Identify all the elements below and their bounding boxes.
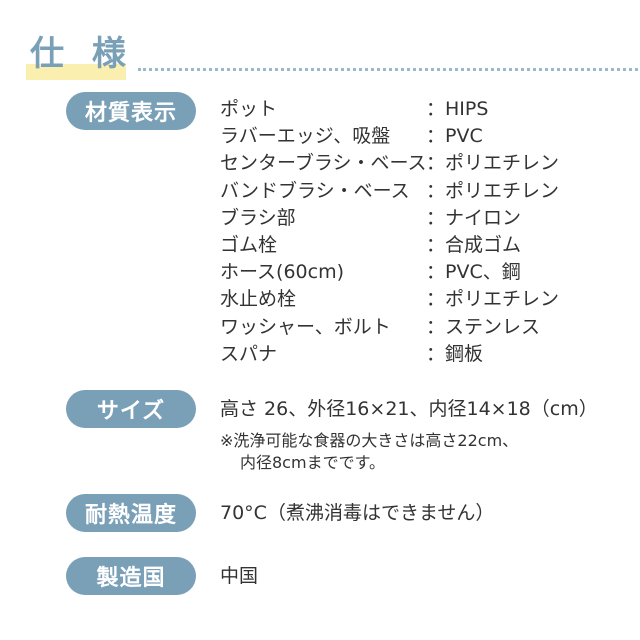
size-note-line2: 内径8cmまでです。: [240, 453, 385, 472]
material-value: ：鋼板: [426, 342, 484, 365]
material-name: ブラシ部: [220, 206, 296, 229]
material-value: ：ナイロン: [426, 206, 522, 229]
material-name: ワッシャー、ボルト: [220, 315, 391, 338]
heat-text: 70°C（煮沸消毒はできません）: [220, 502, 495, 524]
page-title: 仕 様: [30, 34, 134, 74]
material-row: ラバーエッジ、吸盤 ：PVC: [220, 123, 559, 150]
material-value: ：PVC、鋼: [426, 261, 521, 284]
material-name: ラバーエッジ、吸盤: [220, 125, 391, 148]
material-name: ポット: [220, 98, 278, 120]
material-row: ゴム栓 ：合成ゴム: [220, 232, 559, 259]
origin-text: 中国: [220, 565, 259, 587]
material-value: ：ポリエチレン: [426, 288, 560, 311]
materials-table: ポット：HIPS ラバーエッジ、吸盤：PVC センターブラシ・ベース：ポリエチレ…: [220, 96, 559, 368]
size-text: 高さ 26、外径16×21、内径14×18（cm）: [220, 398, 598, 420]
material-row: バンドブラシ・ベース ：ポリエチレン: [220, 178, 559, 205]
material-value: ：ポリエチレン: [426, 152, 560, 175]
material-value: ：合成ゴム: [426, 233, 522, 256]
origin-label: 製造国: [66, 557, 196, 595]
material-row: ポット ：HIPS: [220, 96, 559, 123]
title-highlight: [26, 64, 126, 80]
spec-header: 仕 様: [26, 26, 638, 80]
size-label: サイズ: [66, 390, 196, 428]
material-value: ：HIPS: [426, 98, 489, 120]
material-row: ワッシャー、ボルト ：ステンレス: [220, 314, 559, 341]
material-name: バンドブラシ・ベース: [220, 179, 410, 202]
material-row: ホース(60cm) ：PVC、鋼: [220, 259, 559, 286]
material-value: ：ステンレス: [426, 315, 541, 338]
material-name: スパナ: [220, 342, 278, 365]
material-row: ブラシ部 ：ナイロン: [220, 205, 559, 232]
dotted-divider: [138, 68, 638, 71]
size-note-line1: ※洗浄可能な食器の大きさは高さ22cm、: [220, 431, 519, 450]
material-name: センターブラシ・ベース: [220, 152, 427, 175]
material-value: ：PVC: [426, 125, 483, 148]
material-value: ：ポリエチレン: [426, 179, 560, 202]
material-row: センターブラシ・ベース：ポリエチレン: [220, 150, 559, 177]
material-name: ゴム栓: [220, 233, 278, 256]
material-name: ホース(60cm): [220, 261, 345, 284]
material-name: 水止め栓: [220, 288, 297, 311]
material-row: 水止め栓 ：ポリエチレン: [220, 286, 559, 313]
materials-label: 材質表示: [66, 92, 196, 130]
material-row: スパナ ：鋼板: [220, 341, 559, 368]
heat-label: 耐熱温度: [66, 494, 196, 532]
